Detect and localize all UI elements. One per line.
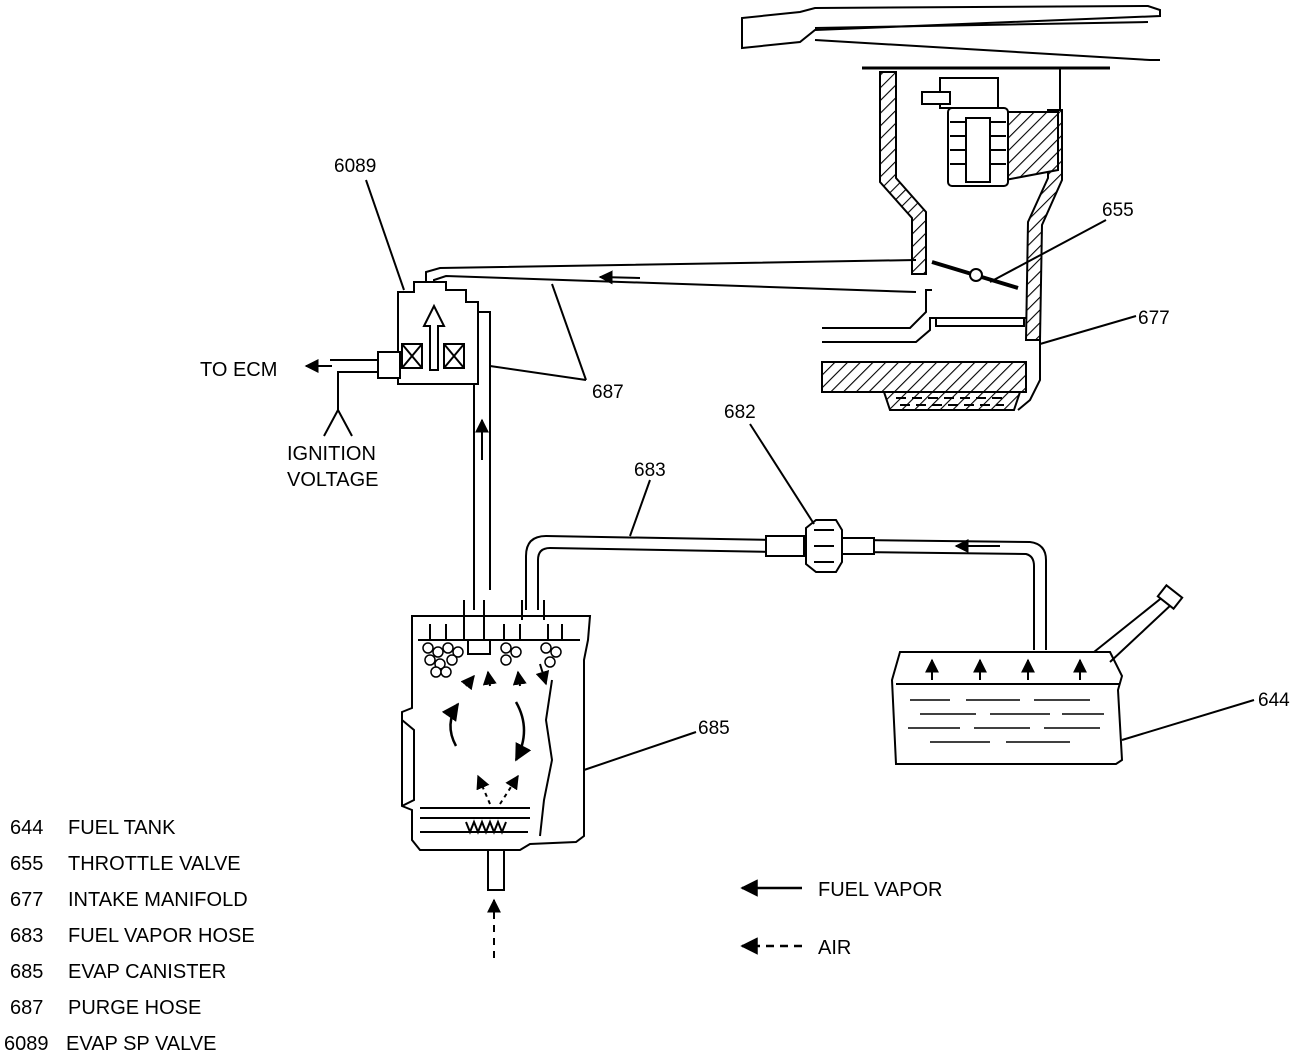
legend-text-2: INTAKE MANIFOLD — [68, 889, 248, 911]
legend-text-3: FUEL VAPOR HOSE — [68, 925, 255, 947]
legend-text-4: EVAP CANISTER — [68, 961, 226, 983]
leader-683 — [629, 479, 651, 537]
callout-6089: 6089 — [334, 156, 376, 177]
legend-num-4: 685 — [10, 961, 43, 983]
legend-num-0: 644 — [10, 817, 43, 839]
leader-655 — [989, 219, 1107, 283]
legend-text-5: PURGE HOSE — [68, 997, 201, 1019]
ecm-wiring — [304, 359, 378, 437]
leader-682 — [749, 423, 815, 525]
callout-683: 683 — [634, 460, 666, 481]
to-ecm-label: TO ECM — [200, 359, 277, 381]
legend-num-2: 677 — [10, 889, 43, 911]
fuel-injector — [921, 77, 1009, 187]
callout-682: 682 — [724, 402, 756, 423]
carbon-pellets — [422, 642, 562, 678]
vapor-fitting — [765, 519, 875, 573]
key-fuel-vapor: FUEL VAPOR — [818, 879, 942, 901]
legend-num-1: 655 — [10, 853, 43, 875]
throttle-valve — [931, 260, 1019, 290]
ignition-voltage-label-1: IGNITION — [287, 443, 376, 465]
intake-manifold — [741, 4, 1161, 411]
flow-key: FUEL VAPOR AIR — [740, 879, 942, 959]
fuel-liquid — [908, 699, 1104, 743]
legend-num-3: 683 — [10, 925, 43, 947]
leader-685 — [583, 731, 697, 771]
evap-canister — [401, 600, 592, 958]
fuel-tank — [890, 583, 1184, 765]
fuel-vapor-hose — [525, 534, 1047, 650]
legend-text-6: EVAP SP VALVE — [66, 1033, 216, 1054]
callout-685: 685 — [698, 718, 730, 739]
key-air: AIR — [818, 937, 851, 959]
leader-677 — [1039, 315, 1137, 345]
legend-text-1: THROTTLE VALVE — [68, 853, 241, 875]
leader-lines — [365, 179, 1255, 771]
purge-hose-lower — [473, 384, 489, 610]
callout-655: 655 — [1102, 200, 1134, 221]
legend-text-0: FUEL TANK — [68, 817, 176, 839]
leader-6089 — [365, 179, 405, 291]
leader-687a — [551, 283, 587, 381]
evap-sp-valve — [377, 281, 491, 590]
callout-677: 677 — [1138, 308, 1170, 329]
parts-legend: 644 FUEL TANK 655 THROTTLE VALVE 677 INT… — [4, 817, 255, 1054]
purge-hose-upper — [425, 259, 917, 293]
callout-687: 687 — [592, 382, 624, 403]
legend-num-6: 6089 — [4, 1033, 49, 1054]
ignition-voltage-label-2: VOLTAGE — [287, 469, 379, 491]
leader-644 — [1121, 699, 1255, 741]
callout-644: 644 — [1258, 690, 1290, 711]
leader-687b — [489, 365, 587, 381]
legend-num-5: 687 — [10, 997, 43, 1019]
